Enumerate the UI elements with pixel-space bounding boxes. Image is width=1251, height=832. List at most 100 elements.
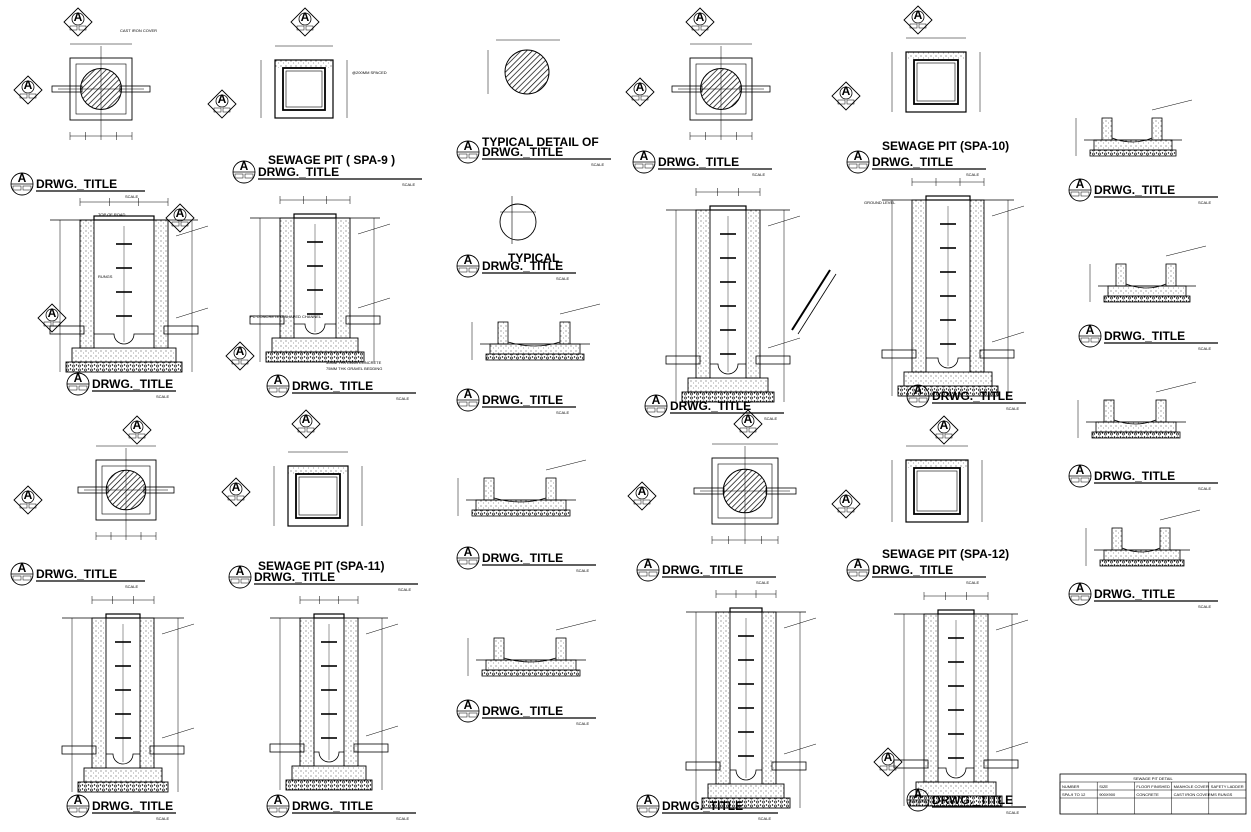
schedule-header-4: SAFETY LADDER	[1211, 784, 1244, 789]
d6-scale: SCALE	[1198, 486, 1211, 491]
v12-title: DRWG._TITLE	[662, 799, 743, 813]
v6-north-letter: A	[302, 412, 311, 426]
typ1-title: DRWG._TITLE	[482, 145, 563, 159]
v15-wall-top	[906, 460, 968, 468]
d4-callout-letter: A	[1076, 177, 1085, 191]
d3-callout-letter: A	[464, 698, 473, 712]
v2-scale: SCALE	[402, 182, 415, 187]
heading-spa11: SEWAGE PIT (SPA-11)	[258, 559, 384, 573]
v10-base-slab	[687, 377, 769, 393]
schedule-header-1: SIZE	[1099, 784, 1108, 789]
v11b-north-letter: A	[638, 484, 647, 498]
schedule-header-0: NUMBER	[1062, 784, 1079, 789]
v14-title: DRWG._TITLE	[932, 389, 1013, 403]
v16-callout-letter: A	[914, 787, 923, 801]
v13-callout-letter: A	[854, 149, 863, 163]
v13-north-arrow	[903, 5, 933, 35]
d7-scale: SCALE	[1198, 604, 1211, 609]
d7-title: DRWG._TITLE	[1094, 587, 1175, 601]
v15b-north-arrow	[831, 489, 861, 519]
d4-title: DRWG._TITLE	[1094, 183, 1175, 197]
d4-scale: SCALE	[1198, 200, 1211, 205]
v4-callout-letter: A	[274, 373, 283, 387]
d2-title: DRWG._TITLE	[482, 551, 563, 565]
schedule-cell-2: CONCRETE	[1136, 792, 1159, 797]
v4-scale: SCALE	[396, 396, 409, 401]
heading-typical: TYPICAL	[508, 251, 559, 265]
v9-scale: SCALE	[752, 172, 765, 177]
d4-channel-slab	[1093, 139, 1173, 151]
v7-wall-right	[139, 617, 155, 769]
v16-wall-right	[973, 613, 989, 783]
v7-scale: SCALE	[156, 816, 169, 821]
v3-wall-right	[153, 219, 169, 349]
v1-scale: SCALE	[125, 194, 138, 199]
v1b-north-letter: A	[24, 78, 33, 92]
v6-title: DRWG._TITLE	[254, 570, 335, 584]
v5-title: DRWG._TITLE	[36, 567, 117, 581]
schedule-header-2: FLOOR FINISHED	[1136, 784, 1170, 789]
v4-north-arrow	[225, 341, 255, 371]
heading-spa9: SEWAGE PIT ( SPA-9 )	[268, 153, 395, 167]
v8-u-channel	[314, 751, 344, 763]
schedule-cell-4: MS RUNGS	[1211, 792, 1233, 797]
v12-gravel-bedding	[701, 797, 791, 809]
v10-wall-right	[745, 209, 761, 379]
v16-u-channel	[938, 767, 974, 779]
d7-channel-slab	[1103, 549, 1181, 561]
v5b-north-arrow	[13, 485, 43, 515]
v1b-north-arrow	[13, 75, 43, 105]
v7-base-slab	[83, 767, 163, 783]
d5-channel-slab	[1107, 285, 1187, 297]
v5-callout-letter: A	[18, 561, 27, 575]
v14-callout-letter: A	[914, 383, 923, 397]
v9b-north-letter: A	[636, 80, 645, 94]
schedule-cell-1: 900X900	[1099, 792, 1116, 797]
v10-u-channel	[710, 363, 746, 375]
v4-base-slab	[271, 337, 359, 353]
v9-north-arrow	[685, 7, 715, 37]
v5-north-letter: A	[133, 418, 142, 432]
v1-callout-letter: A	[18, 171, 27, 185]
v6-scale: SCALE	[398, 587, 411, 592]
label-rebar-spacing: @200MM SPACED	[352, 70, 387, 75]
v2-wall-top	[275, 60, 333, 68]
v3-callout-letter: A	[74, 371, 83, 385]
v11-north-letter: A	[744, 412, 753, 426]
heading-spa12: SEWAGE PIT (SPA-12)	[882, 547, 1009, 561]
v3-title: DRWG._TITLE	[92, 377, 173, 391]
v13-wall-top	[906, 52, 966, 60]
heading-typical-detail: TYPICAL DETAIL OF	[482, 135, 599, 149]
d2-callout-letter: A	[464, 545, 473, 559]
v8-gravel-bedding	[285, 779, 373, 791]
schedule-title: SEWAGE PIT DETAIL	[1133, 776, 1173, 781]
label-top-of-road: TOP OF ROAD	[98, 212, 126, 217]
v1-north-letter: A	[74, 10, 83, 24]
v13b-north-letter: A	[842, 84, 851, 98]
v2b-north-letter: A	[218, 92, 227, 106]
v7-wall-left	[91, 617, 107, 769]
d5-callout-letter: A	[1086, 323, 1095, 337]
d5-title: DRWG._TITLE	[1104, 329, 1185, 343]
typical-step-detail	[499, 203, 537, 241]
v1-north-arrow	[63, 7, 93, 37]
v6b-north-arrow	[221, 477, 251, 507]
v14-wall-right	[969, 199, 985, 373]
d2-scale: SCALE	[576, 568, 589, 573]
v11-title: DRWG._TITLE	[662, 563, 743, 577]
v12-callout-letter: A	[644, 793, 653, 807]
v2-north-letter: A	[301, 10, 310, 24]
typ2-title: DRWG._TITLE	[482, 259, 563, 273]
d5-scale: SCALE	[1198, 346, 1211, 351]
typ1-callout-letter: A	[464, 139, 473, 153]
v3-u-channel	[94, 333, 154, 345]
v15-north-letter: A	[940, 418, 949, 432]
schedule-cell-0: SPA-9 TO 12	[1062, 792, 1086, 797]
v12-base-slab	[707, 783, 785, 799]
v3-base-slab	[71, 347, 177, 363]
v7-gravel-bedding	[77, 781, 169, 793]
typ2-scale: SCALE	[556, 276, 569, 281]
label-rungs: RUNGS	[98, 274, 113, 279]
v6-wall-top	[288, 466, 348, 474]
